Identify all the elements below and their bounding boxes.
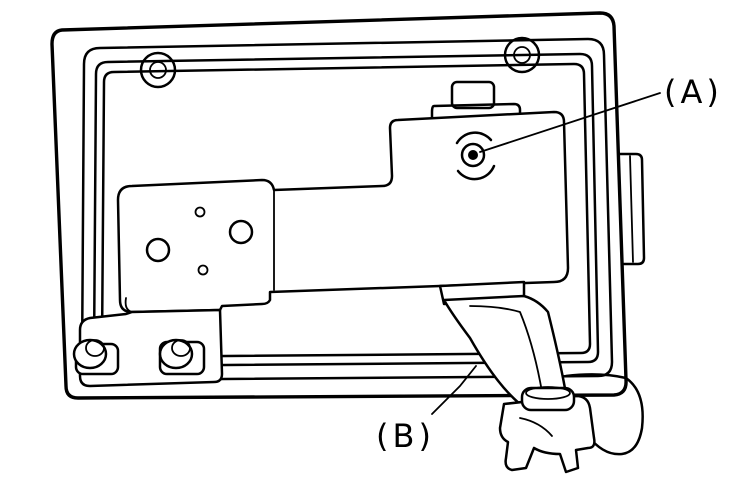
fork-pin-top: [525, 386, 571, 400]
plate-hole-large-left: [145, 237, 171, 263]
mounting-plate: [116, 110, 570, 314]
top-boss-body: [450, 80, 496, 110]
lower-casting: [564, 373, 644, 456]
mounting-hole-left: [149, 61, 167, 79]
screw-ring-arc-bottom: [456, 164, 496, 181]
screw-center: [468, 150, 478, 160]
plate-hole-small-top: [194, 206, 206, 218]
screw-head: [460, 142, 486, 168]
side-tab: [618, 152, 646, 266]
housing: [50, 11, 646, 456]
callout-label-b: (B): [376, 417, 435, 455]
bracket-bend: [124, 297, 133, 313]
adjustment-screw: [455, 131, 496, 181]
plate-outline: [116, 110, 570, 314]
lever-fork-slot: [519, 417, 553, 437]
lever-fork: [498, 394, 596, 474]
side-tab-edge: [629, 155, 634, 263]
bolt-right-top: [171, 339, 191, 357]
plate-hole-large-right: [228, 219, 254, 245]
leader-line-a: [479, 92, 661, 153]
lower-bracket: [72, 297, 224, 388]
callout-label-a: (A): [664, 73, 723, 111]
screw-ring-arc-top: [455, 131, 493, 145]
mounting-boss-left: [139, 51, 177, 89]
bolt-left-top: [85, 339, 105, 357]
lever-inner-edge: [469, 305, 543, 393]
leader-line-b: [431, 365, 477, 415]
mounting-boss-right: [503, 36, 541, 74]
mounting-hole-right: [513, 46, 531, 64]
plate-hole-small-bottom: [197, 264, 209, 276]
lever-arm: [438, 280, 596, 474]
housing-outer-edge: [50, 11, 628, 400]
